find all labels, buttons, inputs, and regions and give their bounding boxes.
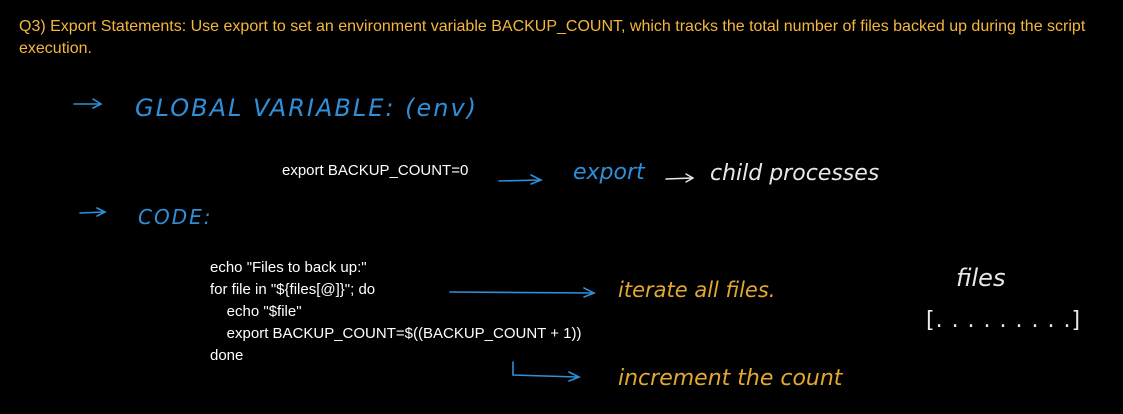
question-text: Q3) Export Statements: Use export to set… bbox=[19, 18, 1086, 57]
code-line: done bbox=[210, 347, 244, 364]
child-processes-note: child processes bbox=[710, 161, 880, 186]
arrow-icon-code bbox=[79, 207, 107, 217]
arrow-icon-child bbox=[665, 173, 695, 183]
code-line: export BACKUP_COUNT=$((BACKUP_COUNT + 1)… bbox=[210, 325, 582, 342]
files-array: [. . . . . . . . .] bbox=[926, 308, 1082, 333]
code-block: echo "Files to back up:" for file in "${… bbox=[210, 257, 610, 372]
increment-note: increment the count bbox=[618, 366, 843, 391]
code-line: for file in "${files[@]}"; do bbox=[210, 281, 376, 298]
arrow-icon-export bbox=[498, 174, 543, 185]
export-note: export bbox=[573, 160, 645, 185]
files-label: files bbox=[956, 264, 1006, 292]
global-variable-heading: GLOBAL VARIABLE: (env) bbox=[135, 94, 479, 122]
export-statement: export BACKUP_COUNT=0 bbox=[282, 162, 469, 179]
code-line: echo "$file" bbox=[210, 303, 302, 320]
iterate-note: iterate all files. bbox=[618, 278, 776, 302]
arrow-icon-global bbox=[73, 98, 103, 109]
code-line: echo "Files to back up:" bbox=[210, 259, 367, 276]
code-heading: CODE: bbox=[138, 205, 213, 229]
